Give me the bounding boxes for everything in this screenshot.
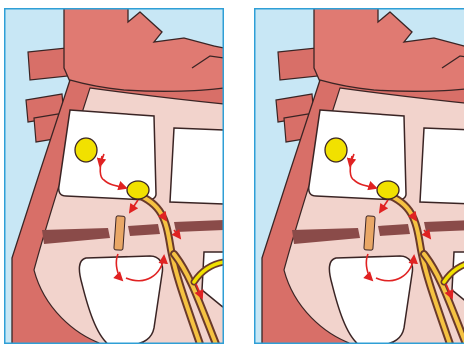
- heart-illustration: [4, 8, 224, 344]
- atrioventricular-band-right: [378, 224, 410, 236]
- bundle-of-his: [114, 216, 125, 251]
- sinoatrial-node-icon: [75, 138, 97, 162]
- heart-illustration: [254, 8, 464, 344]
- left-atrium-chamber: [170, 128, 224, 204]
- left-atrium-chamber: [420, 128, 464, 204]
- atrioventricular-band-right: [128, 224, 160, 236]
- heart-diagram-panel-right: [254, 8, 464, 344]
- atrioventricular-band-far: [424, 220, 464, 232]
- sinoatrial-node-icon: [325, 138, 347, 162]
- av-node-icon: [127, 181, 149, 199]
- atrioventricular-band-far: [174, 220, 224, 232]
- heart-diagram-panel-left: [4, 8, 224, 344]
- bundle-of-his: [364, 216, 375, 251]
- av-node-icon: [377, 181, 399, 199]
